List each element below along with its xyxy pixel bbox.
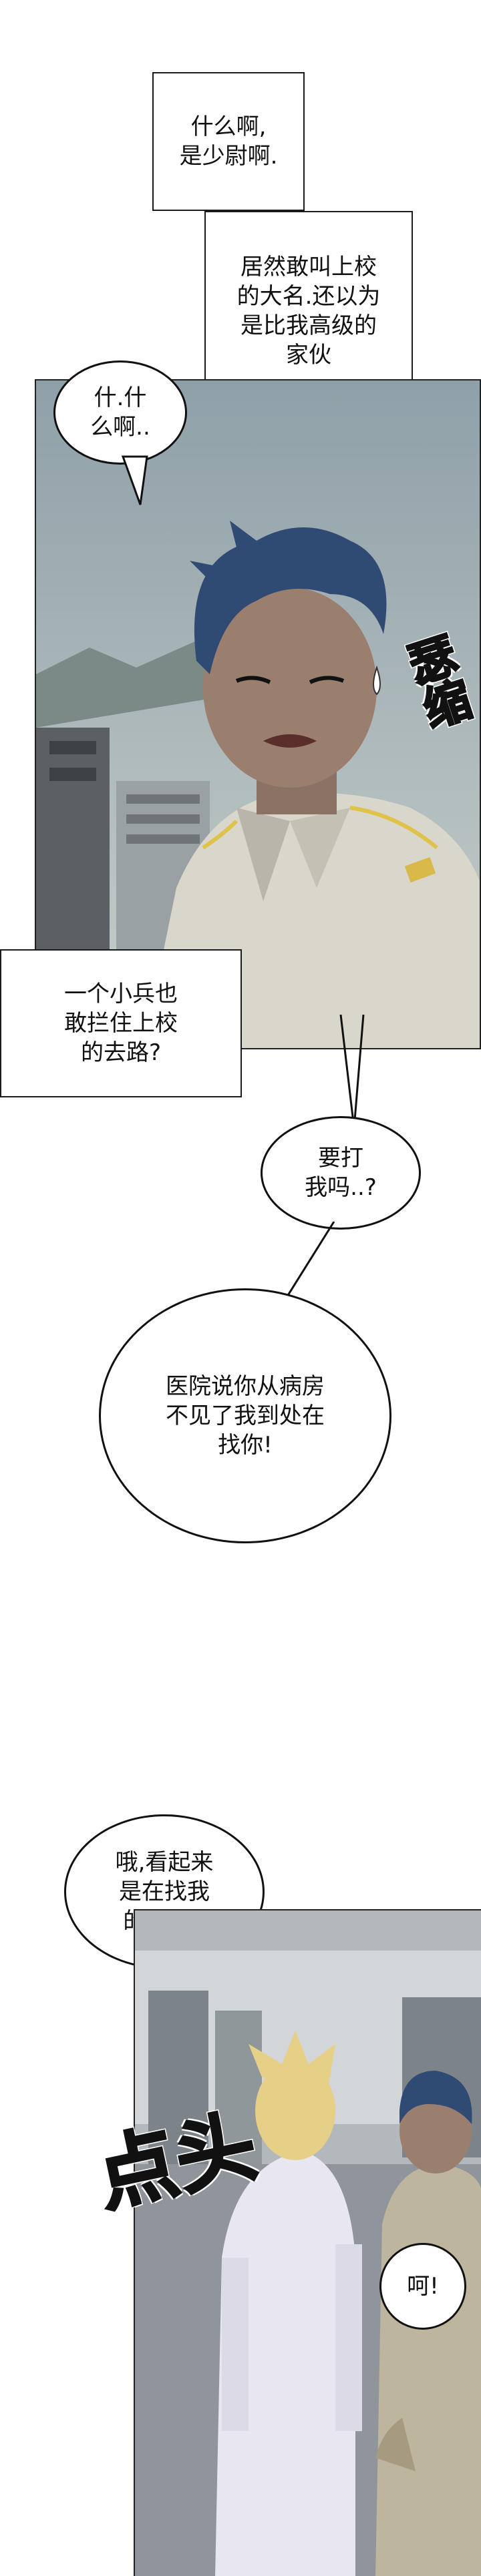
speech-text-5: 呵! [407, 2273, 439, 2300]
speech-bubble-3: 医院说你从病房 不见了我到处在 找你! [99, 1288, 391, 1543]
speech-bubble-1: 什.什 么啊.. [53, 360, 187, 465]
speech-bubble-2: 要打 我吗..? [261, 1116, 421, 1230]
narration-text-3: 一个小兵也 敢拦住上校 的去路? [64, 981, 178, 1066]
officer-illustration [36, 380, 480, 1048]
narration-text-2: 居然敢叫上校 的大名.还以为 是比我高级的 家伙 [236, 254, 381, 368]
sfx-nod-text: 点头 [88, 2099, 266, 2225]
narration-text-1: 什么啊, 是少尉啊. [179, 113, 278, 170]
bubble-tail-1 [121, 455, 148, 505]
narration-box-2: 居然敢叫上校 的大名.还以为 是比我高级的 家伙 [204, 211, 413, 411]
speech-bubble-5: 呵! [379, 2243, 466, 2330]
panel-2-meeting [134, 1909, 481, 2576]
speech-text-2: 要打 我吗..? [305, 1145, 377, 1201]
panel-1-officer [35, 379, 481, 1049]
meeting-illustration [135, 1910, 481, 2576]
narration-box-3: 一个小兵也 敢拦住上校 的去路? [0, 949, 242, 1097]
narration-box-1: 什么啊, 是少尉啊. [152, 72, 305, 211]
speech-text-3: 医院说你从病房 不见了我到处在 找你! [166, 1373, 325, 1459]
speech-text-1: 什.什 么啊.. [90, 384, 150, 441]
